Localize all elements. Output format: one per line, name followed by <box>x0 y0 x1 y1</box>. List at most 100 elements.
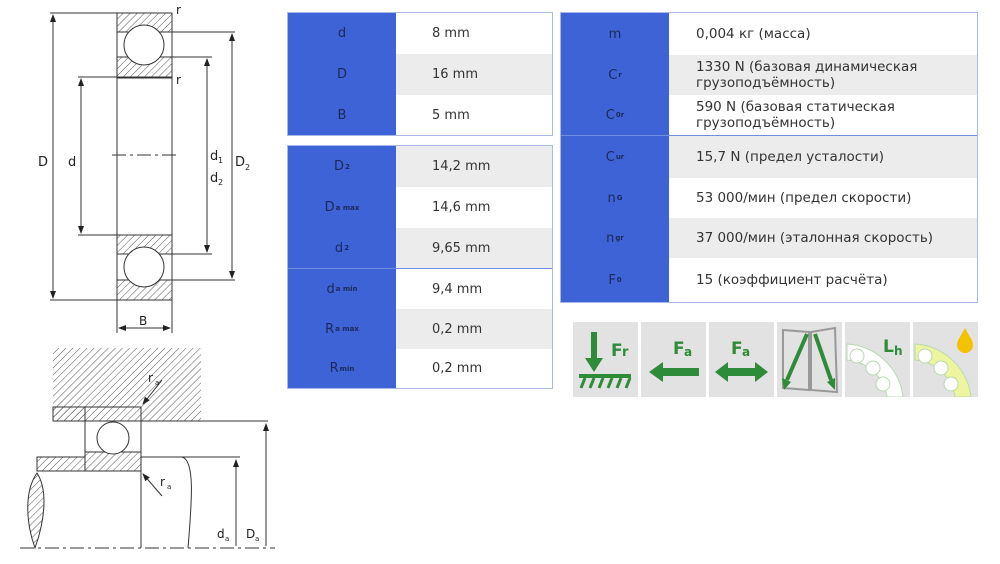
symbol-subscript: 2 <box>345 162 350 171</box>
symbol-main: C <box>605 107 615 123</box>
lubrication-icon <box>913 322 978 397</box>
label-ra-top-sub: a <box>155 379 159 387</box>
label-D2-sub: 2 <box>245 163 250 172</box>
symbol-subscript: min <box>339 364 355 373</box>
symbol-main: d <box>337 26 347 41</box>
parameter-symbol: m <box>561 13 669 55</box>
mounting-dimensions-drawing: r a r a d a D a <box>20 348 275 550</box>
symbol-subscript: r <box>618 71 622 79</box>
symbol-main: R <box>325 321 335 337</box>
radial-load-icon: F r <box>573 322 638 397</box>
symbol-main: C <box>608 67 618 83</box>
symbol-main: D <box>336 67 347 82</box>
symbol-subscript: gr <box>615 234 624 242</box>
label-ra-bottom-sub: a <box>167 483 171 491</box>
symbol-subscript: 2 <box>344 244 350 252</box>
bearing-cross-section-drawing: D d d 1 d 2 D 2 B r r <box>38 3 250 333</box>
label-d: d <box>68 155 76 170</box>
parameter-value: 9,65 mm <box>396 228 552 268</box>
symbol-main: n <box>607 190 616 206</box>
misalignment-icon <box>777 322 842 397</box>
axial-load-one-direction-icon: F a <box>641 322 706 397</box>
label-D2: D <box>235 155 245 170</box>
symbol-main: F <box>608 272 616 288</box>
symbol-subscript: 0 <box>616 276 622 284</box>
symbol-main: n <box>606 230 615 246</box>
parameter-value: 5 mm <box>432 107 470 123</box>
table-row: B 5 mm <box>288 95 552 135</box>
label-da: d <box>217 527 225 541</box>
label-Da-sub: a <box>255 535 259 543</box>
dimensions-table: d 8 mm D 16 mm B 5 mm <box>287 12 553 136</box>
parameter-value: 15 (коэффициент расчёта) <box>696 272 888 288</box>
symbol-main: R <box>329 361 339 376</box>
table-row: m 0,004 кг (масса) <box>561 13 977 55</box>
long-life-icon: L h <box>845 322 910 397</box>
parameter-value: 37 000/мин (эталонная скорость) <box>669 218 977 258</box>
parameter-value: 14,2 mm <box>396 146 552 187</box>
parameter-value: 0,2 mm <box>396 309 552 349</box>
symbol-subscript: a max <box>335 203 360 212</box>
parameter-value: 8 mm <box>432 26 470 41</box>
parameter-value: 15,7 N (предел усталости) <box>669 136 977 178</box>
parameter-value: 1330 N (базовая динамическая грузоподъём… <box>669 55 977 95</box>
label-d2: d <box>210 171 218 186</box>
icon-label-sub: a <box>742 345 750 359</box>
symbol-main: B <box>337 107 347 123</box>
parameter-symbol: d <box>288 13 396 54</box>
parameter-value: 16 mm <box>396 54 552 95</box>
symbol-main: D <box>324 200 335 215</box>
symbol-main: D <box>334 159 345 174</box>
parameter-value: 0,2 mm <box>432 361 483 376</box>
label-da-sub: a <box>225 535 229 543</box>
symbol-main: d <box>334 240 344 256</box>
icon-label-sub: a <box>684 345 692 359</box>
parameter-value: 14,6 mm <box>432 200 491 215</box>
parameter-value: 590 N (базовая статическая грузоподъёмно… <box>696 99 895 131</box>
label-B: B <box>139 314 147 328</box>
label-r-mid: r <box>176 73 181 87</box>
parameter-value: 0,004 кг (масса) <box>696 26 811 42</box>
symbol-subscript: 0r <box>615 111 625 119</box>
label-d1-sub: 1 <box>218 156 223 165</box>
icon-label: F <box>731 339 743 359</box>
icon-label: L <box>883 337 894 357</box>
symbol-main: m <box>608 26 622 42</box>
icon-label: F <box>611 341 623 361</box>
symbol-main: d <box>326 281 335 297</box>
table-row: D 16 mm <box>288 54 552 95</box>
parameter-value: 53 000/мин (предел скорости) <box>696 190 912 206</box>
symbol-subscript: a max <box>335 325 359 333</box>
label-d2-sub: 2 <box>218 178 223 187</box>
label-d1: d <box>210 149 218 164</box>
icon-label-sub: h <box>894 344 903 358</box>
label-ra-top: r <box>148 371 153 385</box>
symbol-subscript: G <box>616 194 623 202</box>
label-Da: D <box>246 527 255 541</box>
icon-label: F <box>673 339 685 359</box>
symbol-subscript: a min <box>335 285 358 293</box>
parameter-symbol: D <box>288 54 396 95</box>
label-r-top: r <box>176 3 181 17</box>
label-D: D <box>38 155 48 170</box>
